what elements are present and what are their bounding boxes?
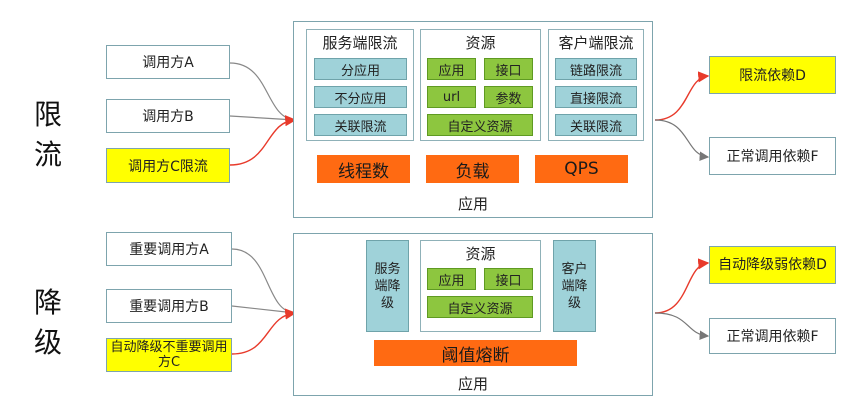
connector-dg-f	[654, 312, 710, 341]
connector-dg-c	[231, 308, 297, 355]
connector-rl-d	[654, 71, 710, 121]
resource-item-app: 应用	[427, 58, 476, 80]
metric-threads: 线程数	[317, 155, 410, 183]
client-degrade: 客户端降级	[553, 240, 596, 332]
connector-dg-b	[231, 305, 296, 314]
metric-qps: QPS	[535, 155, 628, 183]
dependency-normal-f-degrade: 正常调用依赖F	[709, 318, 836, 354]
server-limit-title: 服务端限流	[322, 33, 398, 52]
server-limit-item: 分应用	[314, 58, 407, 80]
degrade-resource-title: 资源	[465, 244, 496, 263]
dependency-auto-degrade-d: 自动降级弱依赖D	[709, 246, 836, 284]
client-limit-item: 链路限流	[555, 58, 637, 80]
degrade-label: 降级	[33, 286, 62, 359]
client-limit-item: 直接限流	[555, 86, 637, 108]
resource-item-param: 参数	[484, 86, 533, 108]
threshold-breaker: 阈值熔断	[374, 340, 577, 366]
client-limit-title: 客户端限流	[558, 33, 634, 52]
connector-rl-c	[229, 115, 297, 166]
connector-dg-d	[654, 258, 710, 314]
dependency-normal-f: 正常调用依赖F	[709, 137, 836, 175]
resource-item-url: url	[427, 86, 476, 108]
server-limit-item: 关联限流	[314, 114, 407, 136]
important-caller-a: 重要调用方A	[106, 232, 232, 266]
connector-rl-f	[654, 119, 710, 162]
metric-load: 负载	[426, 155, 519, 183]
resource-item-interface: 接口	[484, 58, 533, 80]
connector-rl-a	[229, 62, 296, 121]
rate-limit-app-label: 应用	[457, 194, 488, 213]
unimportant-caller-c: 自动降级不重要调用方C	[106, 338, 232, 372]
connector-dg-a	[231, 248, 296, 314]
caller-b: 调用方B	[106, 99, 230, 133]
caller-a: 调用方A	[106, 45, 230, 79]
resource-title: 资源	[465, 33, 496, 52]
connector-rl-b	[229, 115, 296, 121]
dependency-limited-d: 限流依赖D	[709, 56, 836, 94]
rate-limit-label: 限流	[33, 98, 62, 171]
server-degrade: 服务端降级	[366, 240, 409, 332]
degrade-resource-custom: 自定义资源	[427, 296, 533, 318]
caller-c-limited: 调用方C限流	[106, 148, 230, 183]
client-limit-item: 关联限流	[555, 114, 637, 136]
degrade-resource-interface: 接口	[484, 268, 533, 290]
server-limit-item: 不分应用	[314, 86, 407, 108]
resource-item-custom: 自定义资源	[427, 114, 533, 136]
important-caller-b: 重要调用方B	[106, 289, 232, 323]
degrade-resource-app: 应用	[427, 268, 476, 290]
degrade-app-label: 应用	[457, 374, 488, 393]
